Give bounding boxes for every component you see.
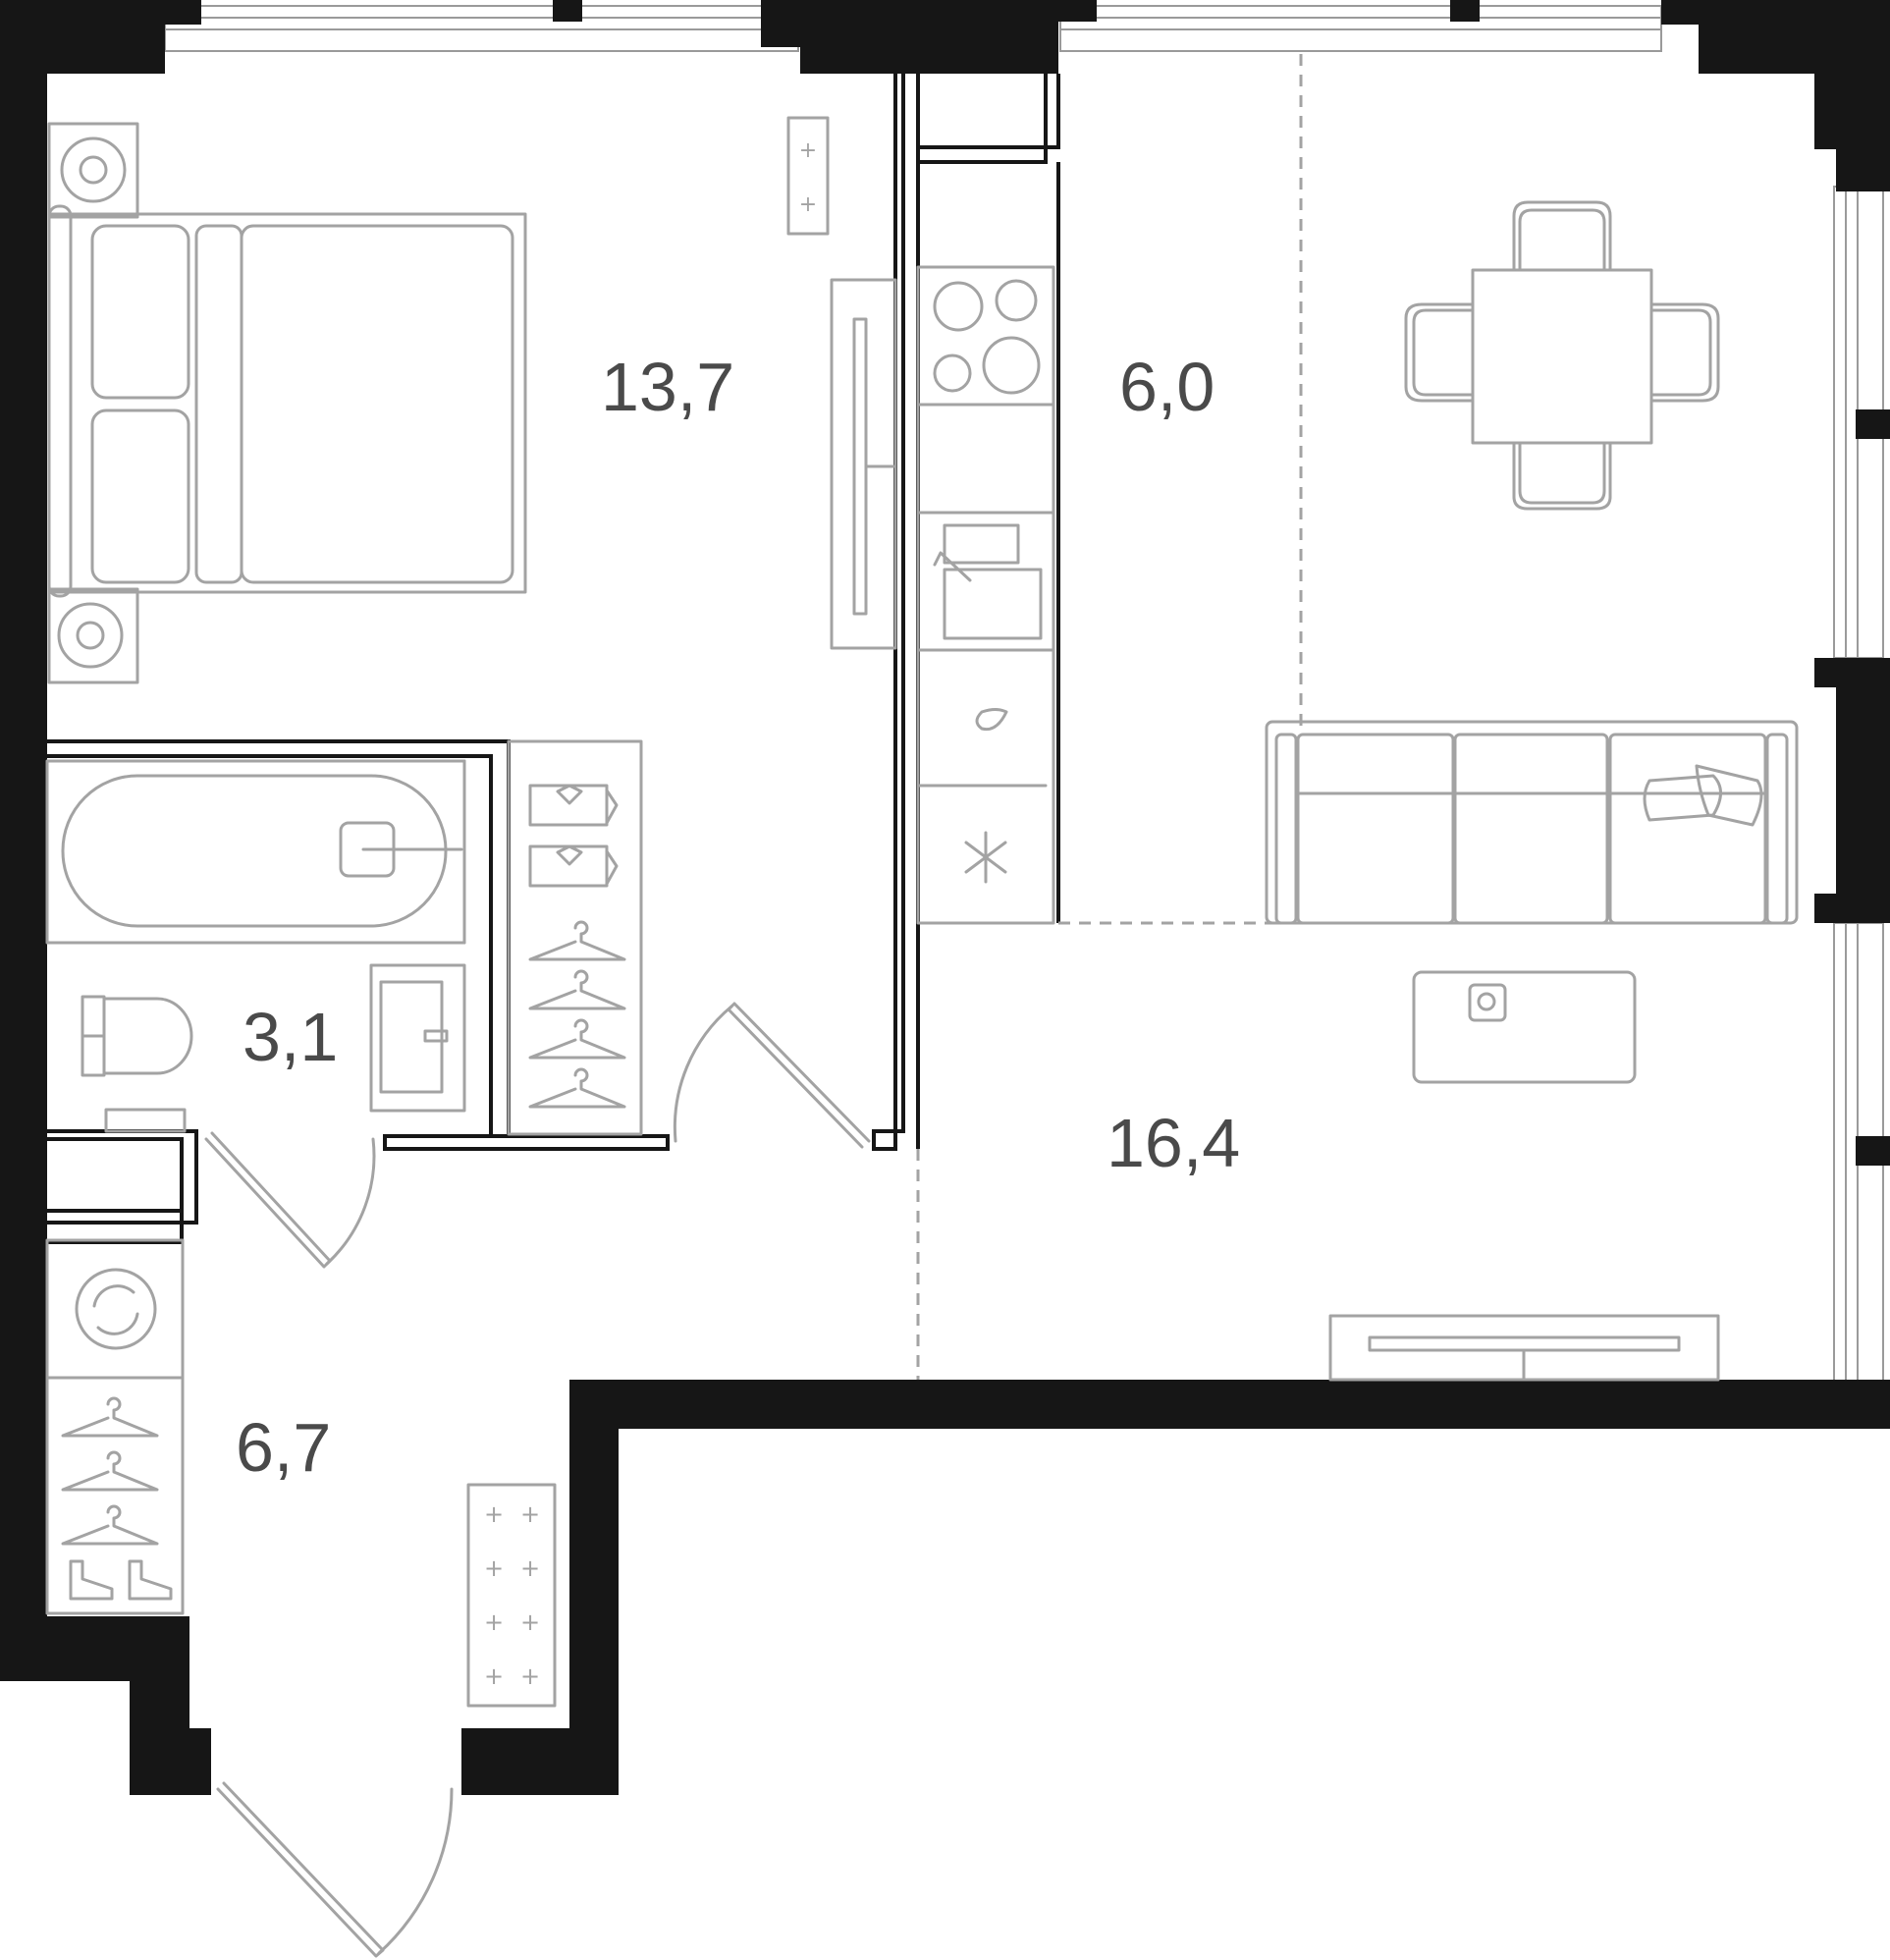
coffee-table (1412, 970, 1637, 1084)
socket-panel (786, 116, 830, 236)
svg-text:+: + (520, 1608, 540, 1636)
hallway-furniture: + + + + + + + + (45, 1238, 557, 1708)
tv-bedroom-icon (852, 317, 868, 616)
fridge-icon (964, 831, 1007, 884)
double-bed (47, 212, 527, 594)
svg-text:+: + (520, 1554, 540, 1582)
tv-unit-living (1328, 1314, 1720, 1382)
boots-icon (69, 1559, 173, 1601)
wall-pillar-top-2 (1450, 0, 1480, 22)
door-entrance[interactable] (216, 1781, 454, 1958)
bathroom-furniture (45, 759, 466, 1133)
washing-machine (45, 1238, 185, 1380)
wall-pillar-top (553, 0, 582, 22)
wall-top-left (0, 0, 201, 1616)
wall-right-pillar-1 (1856, 409, 1890, 439)
wall-bottom (461, 1380, 1890, 1795)
interior-walls (47, 74, 1060, 1244)
wall-top-center (761, 0, 1097, 74)
nightstand-bottom (47, 587, 139, 684)
shoe-cabinet (466, 1483, 557, 1708)
wall-bathroom-bottom (47, 1129, 198, 1244)
nightstand-top (47, 122, 139, 219)
kitchen-counter (916, 265, 1055, 925)
wall-partition-vertical (872, 74, 905, 1151)
wall-right-pillar-2 (1856, 1136, 1890, 1166)
area-label-living: 16,4 (1107, 1105, 1240, 1181)
wall-bottom-left (0, 1616, 211, 1795)
cooktop-icon (933, 279, 1041, 395)
sink (369, 963, 466, 1113)
hanger-icon (61, 1396, 159, 1546)
area-label-kitchen: 6,0 (1119, 349, 1215, 425)
svg-text:+: + (484, 1500, 504, 1528)
door-bathroom[interactable] (204, 1131, 376, 1269)
kitchen-sink-icon (933, 523, 1043, 640)
exterior-walls (0, 0, 1890, 1795)
sofa (1265, 720, 1799, 925)
svg-text:+: + (520, 1500, 540, 1528)
dishwasher-icon (975, 708, 1008, 732)
wall-right-mid (1814, 658, 1890, 923)
doors (204, 1002, 871, 1958)
svg-text:+: + (484, 1554, 504, 1582)
area-label-bedroom: 13,7 (601, 349, 734, 425)
svg-text:+: + (799, 138, 817, 163)
svg-text:+: + (520, 1662, 540, 1690)
living-furniture (1265, 200, 1799, 1382)
svg-text:+: + (484, 1662, 504, 1690)
bedroom-furniture: + + (47, 116, 897, 1136)
wall-kitchen-niche (916, 74, 1060, 923)
hanger-icon (528, 920, 626, 1109)
area-label-bathroom: 3,1 (243, 999, 338, 1075)
hallway-wardrobe (45, 1376, 185, 1615)
kitchen-furniture (916, 54, 1303, 1380)
svg-text:+: + (799, 192, 817, 217)
wardrobe (507, 739, 643, 1136)
bathtub (45, 759, 466, 945)
door-bedroom[interactable] (673, 1002, 871, 1149)
svg-text:+: + (484, 1608, 504, 1636)
washing-machine-icon (75, 1268, 157, 1350)
tv-stand-bedroom (830, 278, 897, 650)
wall-top-right (1661, 0, 1890, 191)
area-label-hallway: 6,7 (236, 1409, 331, 1486)
dining-table (1404, 200, 1720, 511)
